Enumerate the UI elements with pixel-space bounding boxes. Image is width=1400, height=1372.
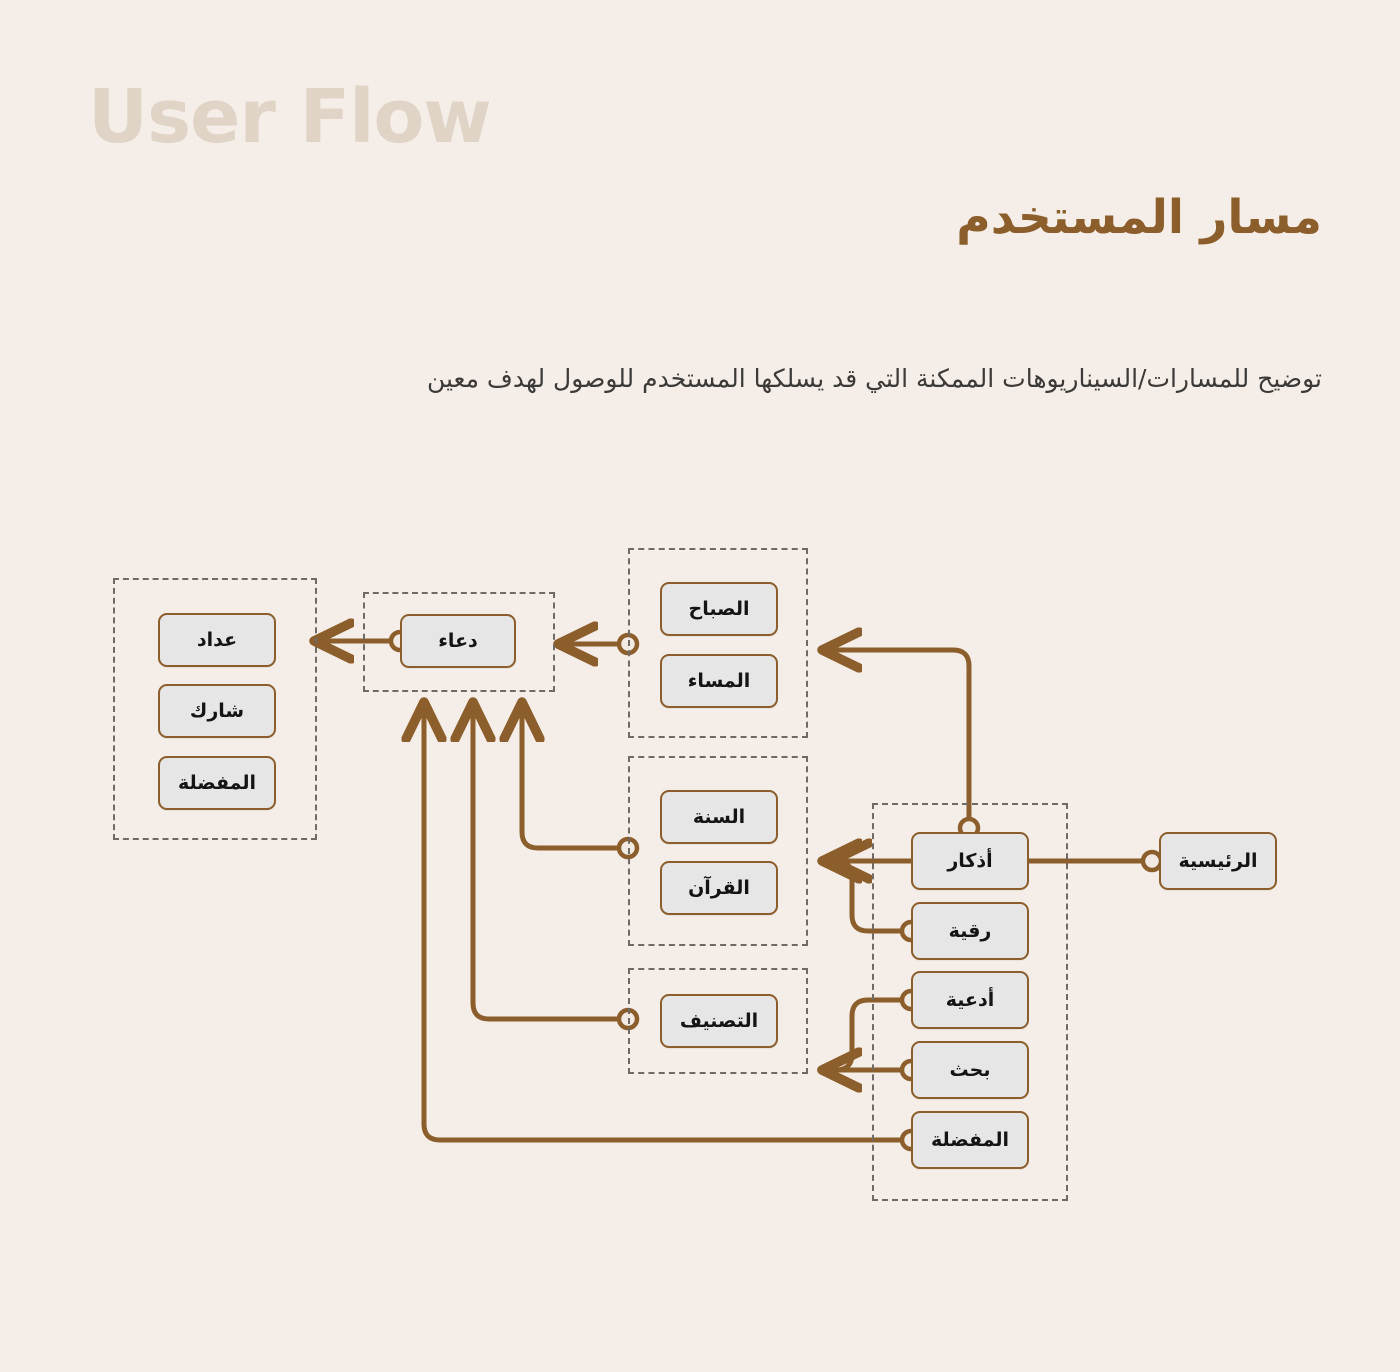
node-adiyah-label: أدعية (945, 989, 995, 1011)
node-morning-label: الصباح (688, 598, 750, 620)
node-share[interactable]: شارك (158, 684, 276, 738)
node-dua[interactable]: دعاء (400, 614, 516, 668)
node-favorites[interactable]: المفضلة (911, 1111, 1029, 1169)
node-counter[interactable]: عداد (158, 613, 276, 667)
node-ruqyah[interactable]: رقية (911, 902, 1029, 960)
group-actions (113, 578, 317, 840)
node-search-label: بحث (949, 1059, 991, 1081)
edge-athkar-time (826, 650, 972, 831)
node-favorites-action-label: المفضلة (177, 772, 257, 794)
node-evening-label: المساء (687, 670, 751, 692)
node-favorites-action[interactable]: المفضلة (158, 756, 276, 810)
edge-quran-dua (522, 706, 631, 851)
group-main-menu (872, 803, 1068, 1201)
group-dua (363, 592, 555, 692)
group-category (628, 968, 808, 1074)
watermark-title: User Flow (88, 74, 492, 160)
page-title: مسار المستخدم (956, 190, 1322, 245)
node-sunnah[interactable]: السنة (660, 790, 778, 844)
node-dua-label: دعاء (438, 630, 478, 652)
node-athkar[interactable]: أذكار (911, 832, 1029, 890)
node-quran-label: القرآن (688, 877, 750, 899)
node-evening[interactable]: المساء (660, 654, 778, 708)
edge-category-dua (473, 706, 631, 1022)
group-source (628, 756, 808, 946)
node-category-label: التصنيف (679, 1010, 759, 1032)
node-share-label: شارك (189, 700, 245, 722)
node-search[interactable]: بحث (911, 1041, 1029, 1099)
node-favorites-label: المفضلة (930, 1129, 1010, 1151)
node-adiyah[interactable]: أدعية (911, 971, 1029, 1029)
node-morning[interactable]: الصباح (660, 582, 778, 636)
node-category[interactable]: التصنيف (660, 994, 778, 1048)
node-home[interactable]: الرئيسية (1159, 832, 1277, 890)
node-athkar-label: أذكار (947, 850, 993, 872)
node-counter-label: عداد (196, 629, 238, 651)
node-ruqyah-label: رقية (948, 920, 992, 942)
page-subtitle: توضيح للمسارات/السيناريوهات الممكنة التي… (426, 364, 1322, 393)
group-time (628, 548, 808, 738)
node-quran[interactable]: القرآن (660, 861, 778, 915)
node-sunnah-label: السنة (692, 806, 746, 828)
node-home-label: الرئيسية (1178, 850, 1258, 872)
